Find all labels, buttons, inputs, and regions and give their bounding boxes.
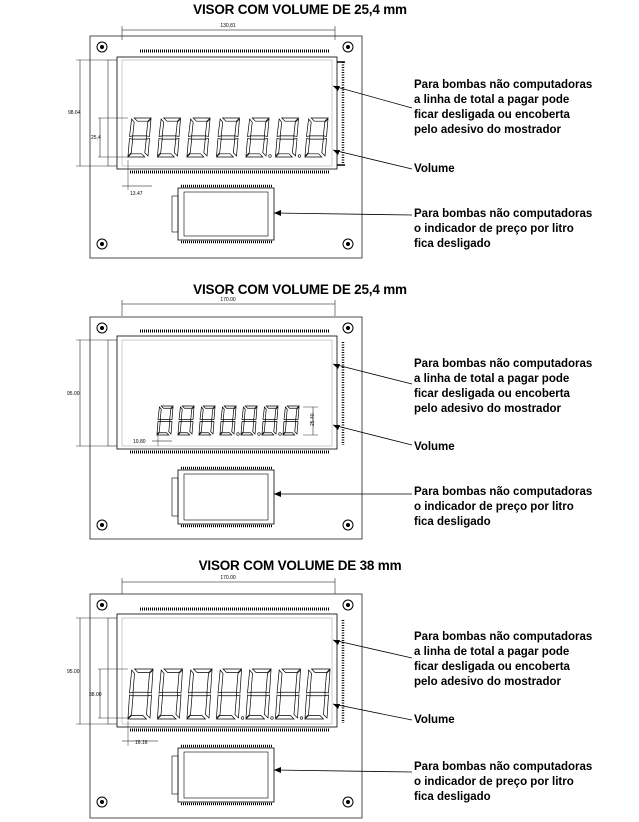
dim-width: 170.00 <box>220 575 236 581</box>
seven-segment-digit <box>245 117 270 158</box>
price-indicator <box>177 187 275 241</box>
seven-segment-digit <box>186 668 213 720</box>
note-total-line: Para bombas não computadoras a linha de … <box>414 79 593 136</box>
board-diagram: 130,81 98.64 25,4 13.47 <box>68 23 413 259</box>
dim-digit-height: 25,4 <box>91 135 101 141</box>
dim-digit-height: 38.00 <box>89 692 102 698</box>
decimal-point <box>270 716 274 720</box>
note-volume: Volume <box>414 441 455 453</box>
seven-segment-digit <box>215 668 243 720</box>
note-total-line: Para bombas não computadoras a linha de … <box>414 631 593 688</box>
dim-height: 98.64 <box>68 110 81 116</box>
board-diagram: 170.00 95.00 38.00 16.16 <box>67 575 413 819</box>
lcd-display <box>116 613 338 728</box>
seven-segment-digit <box>198 405 216 436</box>
seven-segment-digit <box>245 668 272 720</box>
price-indicator <box>177 469 275 525</box>
seven-segment-digit <box>127 668 154 720</box>
note-total-line: Para bombas não computadoras a linha de … <box>414 358 593 415</box>
pcb-outline <box>89 35 363 259</box>
note-price: Para bombas não computadoras o indicador… <box>414 208 593 250</box>
seven-segment-digit <box>215 117 241 158</box>
seven-segment-digits <box>127 668 331 720</box>
seven-segment-digit <box>304 668 331 720</box>
mounting-hole-icon <box>96 322 354 531</box>
dim-digit-pitch: 10.80 <box>133 439 146 445</box>
note-volume: Volume <box>414 714 455 726</box>
board-diagram: 170.00 95.00 25.40 10.80 <box>67 297 413 540</box>
note-price: Para bombas não computadoras o indicador… <box>414 761 593 803</box>
seven-segment-digit <box>177 405 195 436</box>
seven-segment-digits <box>127 117 329 158</box>
panel-title: VISOR COM VOLUME DE 38 mm <box>198 558 402 573</box>
seven-segment-digit <box>219 405 237 436</box>
pcb-outline <box>89 316 363 540</box>
decimal-point <box>278 432 282 436</box>
seven-segment-digit <box>186 117 211 158</box>
dim-height: 95.00 <box>67 669 80 675</box>
seven-segment-digits <box>156 405 300 436</box>
note-price: Para bombas não computadoras o indicador… <box>414 486 593 528</box>
seven-segment-digit <box>156 117 182 158</box>
price-indicator <box>177 747 275 803</box>
mounting-hole-icon <box>96 599 354 808</box>
decimal-point <box>268 154 272 158</box>
dim-width: 130,81 <box>220 23 236 29</box>
dim-height: 95.00 <box>67 391 80 397</box>
dim-digit-height: 25.40 <box>310 413 316 426</box>
seven-segment-digit <box>282 405 300 436</box>
seven-segment-digit <box>261 405 279 436</box>
dim-digit-pitch: 13.47 <box>130 191 143 197</box>
mounting-hole-icon <box>96 41 354 250</box>
seven-segment-digit <box>156 668 184 720</box>
dim-digit-pitch: 16.16 <box>135 740 148 746</box>
decimal-point <box>236 432 240 436</box>
seven-segment-digit <box>274 117 300 158</box>
decimal-point <box>299 716 304 720</box>
seven-segment-digit <box>156 405 174 436</box>
lcd-display <box>116 56 338 170</box>
decimal-point <box>297 154 302 158</box>
panel-title: VISOR COM VOLUME DE 25,4 mm <box>193 282 407 297</box>
decimal-point <box>240 716 245 720</box>
pcb-outline <box>89 593 363 819</box>
decimal-point <box>257 432 261 436</box>
lcd-display <box>116 335 338 450</box>
panel-title: VISOR COM VOLUME DE 25,4 mm <box>193 2 407 17</box>
note-volume: Volume <box>414 163 455 175</box>
display-panel-3: VISOR COM VOLUME DE 38 mm 170.00 95.00 3… <box>0 556 639 822</box>
display-panel-1: VISOR COM VOLUME DE 25,4 mm 130,81 9 <box>0 0 639 270</box>
seven-segment-digit <box>127 117 152 158</box>
seven-segment-digit <box>274 668 302 720</box>
display-panel-2: VISOR COM VOLUME DE 25,4 mm 170.00 95.00… <box>0 280 639 550</box>
seven-segment-digit <box>304 117 329 158</box>
dim-width: 170.00 <box>220 297 236 303</box>
seven-segment-digit <box>240 405 258 436</box>
